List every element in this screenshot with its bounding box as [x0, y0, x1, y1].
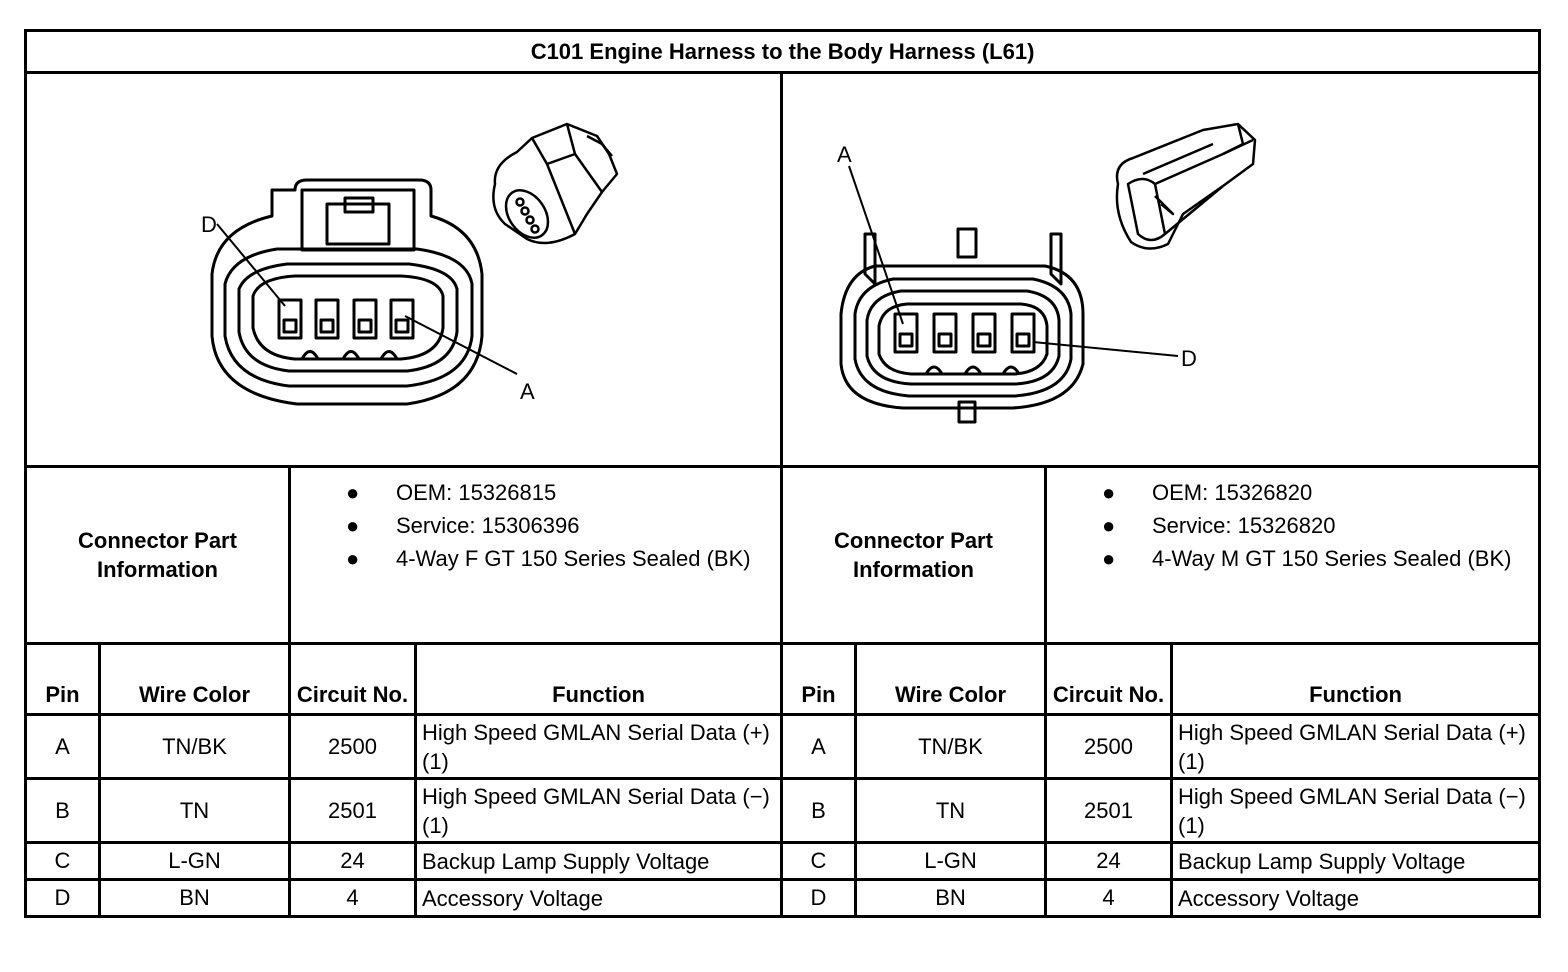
- circuit-cell: 2500: [1044, 713, 1173, 780]
- male-info-list: ●OEM: 15326820 ●Service: 15326820 ●4-Way…: [1043, 465, 1542, 645]
- pin-cell: C: [780, 841, 857, 881]
- table-header-row: Pin Wire Color Circuit No. Function Pin …: [24, 642, 1542, 716]
- bullet-icon: ●: [346, 513, 360, 538]
- male-circuit-header: Circuit No.: [1044, 642, 1173, 716]
- bullet-icon: ●: [1102, 546, 1116, 571]
- female-label-bottom: A: [520, 379, 535, 404]
- pin-cell: A: [780, 713, 857, 780]
- female-function-header: Function: [414, 642, 783, 716]
- wire-color-cell: BN: [854, 878, 1047, 918]
- wire-color-cell: L-GN: [98, 841, 291, 881]
- pin-cell: B: [24, 777, 101, 844]
- circuit-cell: 24: [1044, 841, 1173, 881]
- circuit-cell: 4: [1044, 878, 1173, 918]
- female-pin-cavities: [277, 298, 415, 340]
- male-housing-outline: [839, 264, 1085, 410]
- male-label-bottom: D: [1181, 346, 1197, 371]
- bullet-icon: ●: [346, 480, 360, 505]
- pin-cell: B: [780, 777, 857, 844]
- male-pin-header: Pin: [780, 642, 857, 716]
- circuit-cell: 2500: [288, 713, 417, 780]
- page-title: C101 Engine Harness to the Body Harness …: [23, 29, 1542, 74]
- list-item: ●4-Way M GT 150 Series Sealed (BK): [1102, 546, 1512, 571]
- list-item: ●OEM: 15326815: [346, 480, 557, 505]
- female-wire-color-header: Wire Color: [98, 642, 291, 716]
- female-connector-figure: D A: [24, 71, 783, 468]
- male-connector-drawing: A D: [837, 122, 1257, 424]
- female-info-label: Connector Part Information: [24, 465, 291, 645]
- pin-cell: D: [24, 878, 101, 918]
- table-row: C L-GN 24 Backup Lamp Supply Voltage C L…: [24, 841, 1542, 881]
- bullet-icon: ●: [1102, 513, 1116, 538]
- list-item: ●4-Way F GT 150 Series Sealed (BK): [346, 546, 751, 571]
- bullet-icon: ●: [346, 546, 360, 571]
- table-row: B TN 2501 High Speed GMLAN Serial Data (…: [24, 777, 1542, 844]
- list-item: ●OEM: 15326820: [1102, 480, 1313, 505]
- female-connector-isometric: [492, 122, 619, 245]
- wire-color-cell: L-GN: [854, 841, 1047, 881]
- male-pin-cavities: [893, 312, 1036, 354]
- circuit-cell: 2501: [288, 777, 417, 844]
- function-cell: High Speed GMLAN Serial Data (−) (1): [1169, 777, 1542, 844]
- female-connector-drawing: D A: [201, 122, 619, 406]
- function-cell: High Speed GMLAN Serial Data (+) (1): [1169, 713, 1542, 780]
- function-cell: Accessory Voltage: [1169, 878, 1542, 918]
- circuit-cell: 2501: [1044, 777, 1173, 844]
- pin-cell: D: [780, 878, 857, 918]
- female-circuit-header: Circuit No.: [288, 642, 417, 716]
- function-cell: High Speed GMLAN Serial Data (−) (1): [414, 777, 783, 844]
- male-wire-color-header: Wire Color: [854, 642, 1047, 716]
- male-connector-figure: A D: [779, 71, 1542, 468]
- male-connector-isometric: [1115, 122, 1257, 250]
- function-cell: High Speed GMLAN Serial Data (+) (1): [414, 713, 783, 780]
- female-pin-header: Pin: [24, 642, 101, 716]
- male-info-label: Connector Part Information: [780, 465, 1047, 645]
- function-cell: Backup Lamp Supply Voltage: [414, 841, 783, 881]
- female-label-top: D: [201, 212, 217, 237]
- wire-color-cell: TN: [98, 777, 291, 844]
- wire-color-cell: BN: [98, 878, 291, 918]
- male-function-header: Function: [1169, 642, 1542, 716]
- connector-table: C101 Engine Harness to the Body Harness …: [23, 29, 1542, 918]
- wire-color-cell: TN/BK: [854, 713, 1047, 780]
- wire-color-cell: TN/BK: [98, 713, 291, 780]
- table-row: D BN 4 Accessory Voltage D BN 4 Accessor…: [24, 878, 1542, 918]
- pin-cell: A: [24, 713, 101, 780]
- circuit-cell: 4: [288, 878, 417, 918]
- male-label-top: A: [837, 142, 852, 167]
- function-cell: Backup Lamp Supply Voltage: [1169, 841, 1542, 881]
- wire-color-cell: TN: [854, 777, 1047, 844]
- bullet-icon: ●: [1102, 480, 1116, 505]
- function-cell: Accessory Voltage: [414, 878, 783, 918]
- list-item: ●Service: 15306396: [346, 513, 580, 538]
- female-housing-outline: [210, 178, 484, 406]
- female-info-list: ●OEM: 15326815 ●Service: 15306396 ●4-Way…: [288, 465, 783, 645]
- table-row: A TN/BK 2500 High Speed GMLAN Serial Dat…: [24, 713, 1542, 780]
- list-item: ●Service: 15326820: [1102, 513, 1336, 538]
- pin-cell: C: [24, 841, 101, 881]
- connector-sheet: C101 Engine Harness to the Body Harness …: [23, 29, 1542, 940]
- circuit-cell: 24: [288, 841, 417, 881]
